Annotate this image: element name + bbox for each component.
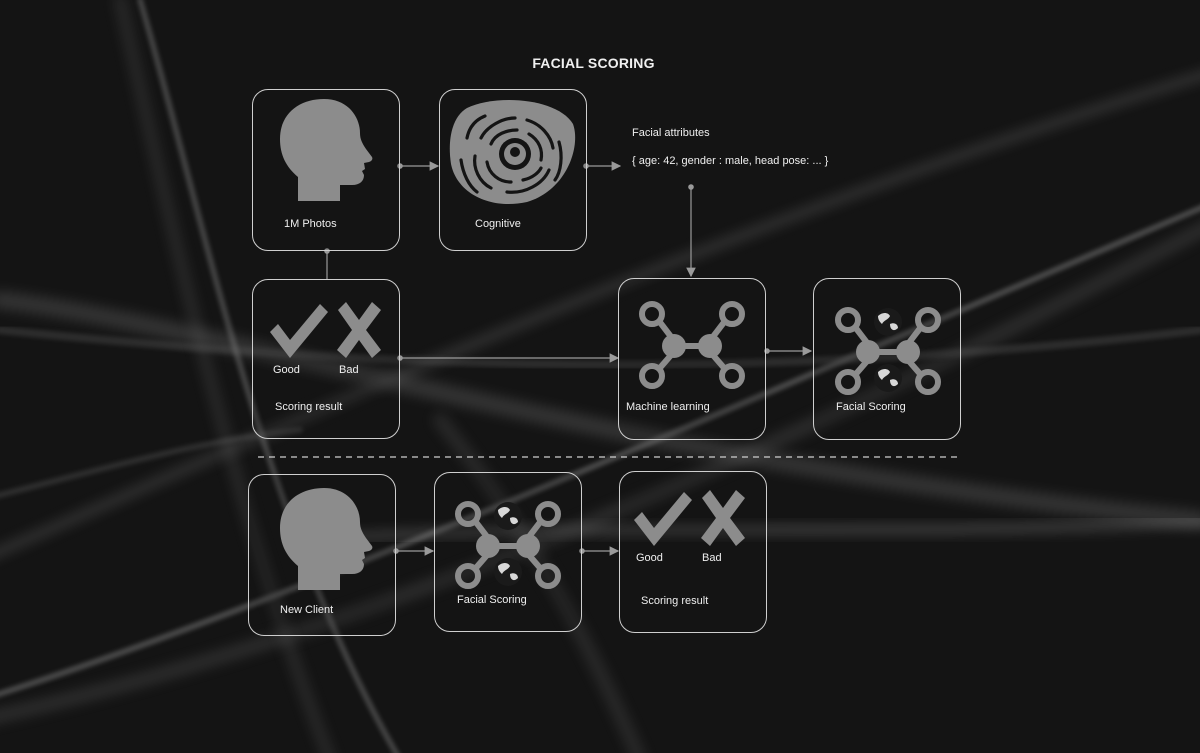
page-title: FACIAL SCORING bbox=[532, 55, 655, 71]
bad-label: Bad bbox=[339, 364, 359, 376]
photos-label: 1M Photos bbox=[284, 218, 337, 230]
globe-icon bbox=[494, 558, 522, 586]
head-profile-icon bbox=[280, 488, 373, 590]
machine-learning-label: Machine learning bbox=[626, 401, 710, 413]
cell-brain-icon bbox=[449, 100, 576, 205]
network-globe-icon bbox=[835, 307, 941, 395]
network-nodes-icon bbox=[639, 301, 745, 389]
new-client-label: New Client bbox=[280, 604, 334, 616]
checkmark-icon bbox=[634, 492, 692, 546]
globe-icon bbox=[874, 308, 902, 336]
network-globe-icon bbox=[455, 501, 561, 589]
scoring-result-label-inference: Scoring result bbox=[641, 595, 709, 607]
facial-scoring-box bbox=[813, 278, 961, 440]
globe-icon bbox=[494, 502, 522, 530]
head-profile-icon bbox=[280, 99, 373, 201]
scoring-result-label: Scoring result bbox=[275, 401, 343, 413]
checkmark-icon bbox=[270, 304, 328, 358]
cross-icon bbox=[701, 490, 745, 546]
facial-scoring-box-inference bbox=[434, 472, 582, 632]
good-label: Good bbox=[273, 364, 300, 376]
facial-attributes-value: { age: 42, gender : male, head pose: ...… bbox=[632, 155, 829, 167]
good-label-inference: Good bbox=[636, 552, 663, 564]
facial-scoring-label-inference: Facial Scoring bbox=[457, 594, 527, 606]
bad-label-inference: Bad bbox=[702, 552, 722, 564]
facial-scoring-label: Facial Scoring bbox=[836, 401, 906, 413]
globe-icon bbox=[874, 364, 902, 392]
cognitive-label: Cognitive bbox=[475, 218, 521, 230]
facial-attributes-title: Facial attributes bbox=[632, 127, 710, 139]
cross-icon bbox=[337, 302, 381, 358]
